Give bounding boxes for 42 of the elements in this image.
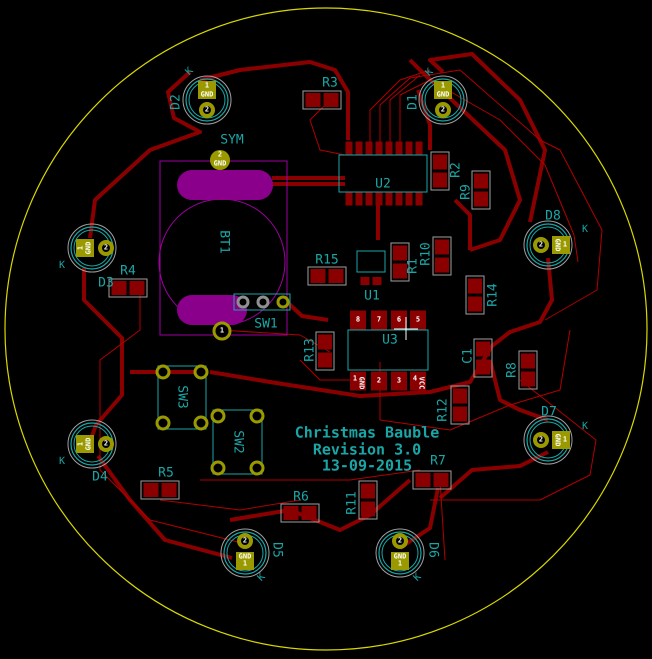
reference-designator: C1 — [462, 348, 474, 364]
reference-designator: R1 — [406, 258, 420, 274]
polarity-mark: K — [58, 457, 66, 467]
reference-designator: D7 — [541, 406, 557, 418]
reference-designator: R2 — [450, 162, 462, 178]
polarity-mark: K — [412, 572, 424, 584]
reference-designator: R12 — [436, 398, 450, 422]
reference-designator: R7 — [430, 454, 446, 468]
polarity-mark: K — [256, 572, 268, 584]
reference-designator: R15 — [315, 254, 339, 266]
polarity-mark: K — [582, 225, 588, 235]
reference-designator: D2 — [170, 94, 182, 110]
reference-designator: R5 — [158, 466, 174, 480]
board-title: 13-09-2015 — [322, 458, 412, 474]
polarity-mark: K — [58, 261, 66, 271]
reference-designator: BT1 — [218, 230, 230, 254]
reference-designator: U2 — [375, 178, 391, 190]
reference-designator: SYM — [220, 134, 244, 146]
polarity-mark: K — [582, 422, 588, 432]
reference-designator: D6 — [426, 542, 440, 558]
polarity-mark: K — [424, 67, 436, 79]
polarity-mark: K — [184, 66, 196, 78]
reference-designator: R6 — [293, 490, 309, 504]
reference-designator: D1 — [406, 94, 420, 110]
reference-designator: R4 — [120, 264, 136, 278]
reference-designator: SW3 — [176, 385, 188, 409]
reference-designator: R8 — [506, 362, 518, 378]
reference-designator: R9 — [460, 184, 472, 200]
reference-designator: U1 — [364, 290, 380, 302]
board-title: Revision 3.0 — [312, 442, 422, 458]
reference-designator: D4 — [92, 470, 108, 484]
reference-designator: SW2 — [232, 430, 244, 454]
reference-designator: R10 — [420, 242, 432, 266]
reference-designator: D5 — [270, 542, 284, 558]
reference-designator: U3 — [382, 334, 398, 346]
reference-designator: R14 — [486, 283, 500, 307]
reference-designator: SW1 — [254, 318, 278, 330]
reference-designator: R13 — [304, 338, 316, 362]
board-title: Christmas Bauble — [294, 426, 440, 440]
reference-designator: R11 — [346, 491, 358, 515]
reference-designator: R3 — [322, 76, 338, 90]
reference-designator: D8 — [545, 210, 561, 222]
